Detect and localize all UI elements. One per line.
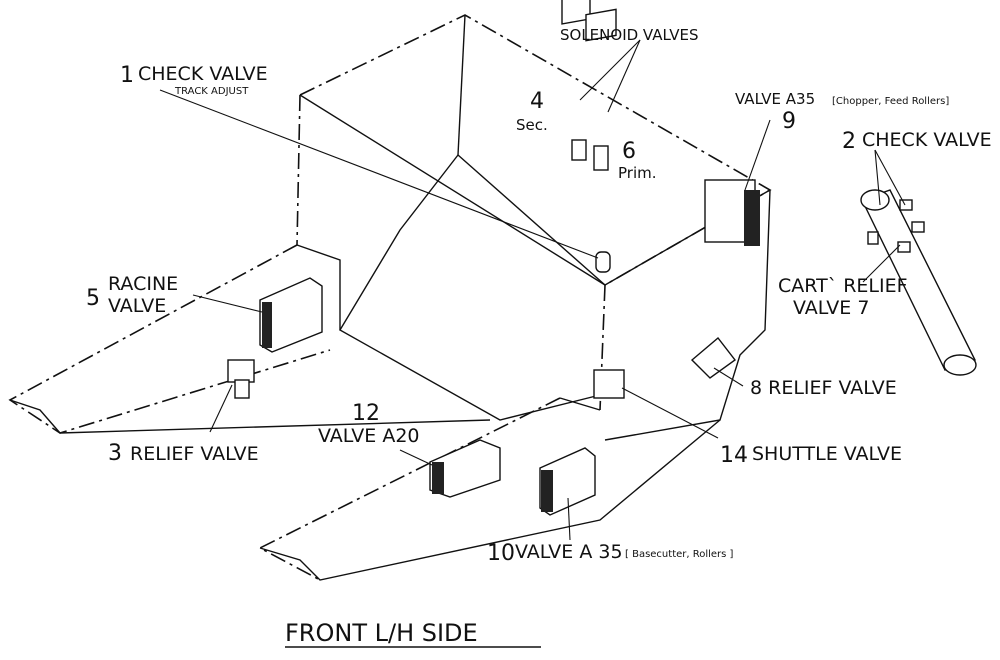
label-3-num: 3: [108, 441, 122, 466]
racine-valve: [259, 277, 323, 353]
label-2-num: 2: [842, 129, 856, 154]
label-sec: Sec.: [516, 116, 548, 134]
valve-a20: [429, 439, 501, 498]
label-check-valve-1: CHECK VALVE: [138, 63, 268, 85]
label-relief-valve-3: RELIEF VALVE: [130, 443, 259, 465]
check-valve-1: [595, 251, 611, 273]
label-5-num: 5: [86, 286, 100, 311]
label-12-num: 12: [352, 401, 380, 426]
label-valve-a35-bottom: VALVE A 35: [515, 541, 623, 563]
label-cart-relief-2: VALVE 7: [793, 297, 869, 319]
label-track-adjust: TRACK ADJUST: [174, 86, 249, 97]
labels: 1 CHECK VALVE TRACK ADJUST SOLENOID VALV…: [86, 26, 992, 648]
label-valve-a35-bottom-sub: [ Basecutter, Rollers ]: [625, 549, 734, 560]
label-valve-a20: VALVE A20: [318, 425, 420, 447]
label-14-num: 14: [720, 443, 748, 468]
housing-outline: [8, 14, 772, 581]
label-6-num: 6: [622, 139, 636, 164]
label-9-num: 9: [782, 109, 796, 134]
label-4-num: 4: [530, 89, 544, 114]
label-check-valve-2: CHECK VALVE: [862, 129, 992, 151]
cart-assembly: [860, 189, 977, 376]
label-solenoid-valves: SOLENOID VALVES: [560, 26, 698, 44]
leader-lines: [159, 39, 906, 541]
label-racine: RACINE: [108, 273, 178, 295]
solenoid-valve-4: [561, 0, 591, 161]
label-racine-valve: VALVE: [108, 295, 166, 317]
diagram-title: FRONT L/H SIDE: [285, 619, 478, 647]
label-shuttle-valve: SHUTTLE VALVE: [752, 443, 902, 465]
solenoid-valve-6: [585, 8, 617, 171]
valve-a35-top: [704, 179, 760, 246]
label-valve-a35-top-sub: [Chopper, Feed Rollers]: [832, 96, 949, 107]
label-prim: Prim.: [618, 164, 657, 182]
label-cart-relief-1: CART` RELIEF: [778, 275, 908, 297]
label-valve-a35-top: VALVE A35: [735, 90, 815, 108]
label-1-num: 1: [120, 63, 134, 88]
valve-a35-bottom: [539, 447, 596, 516]
label-10-num: 10: [487, 541, 515, 566]
label-relief-valve-8: 8 RELIEF VALVE: [750, 377, 897, 399]
relief-valve-3: [227, 359, 255, 399]
relief-valve-8: [690, 336, 736, 379]
shuttle-valve: [593, 369, 625, 399]
